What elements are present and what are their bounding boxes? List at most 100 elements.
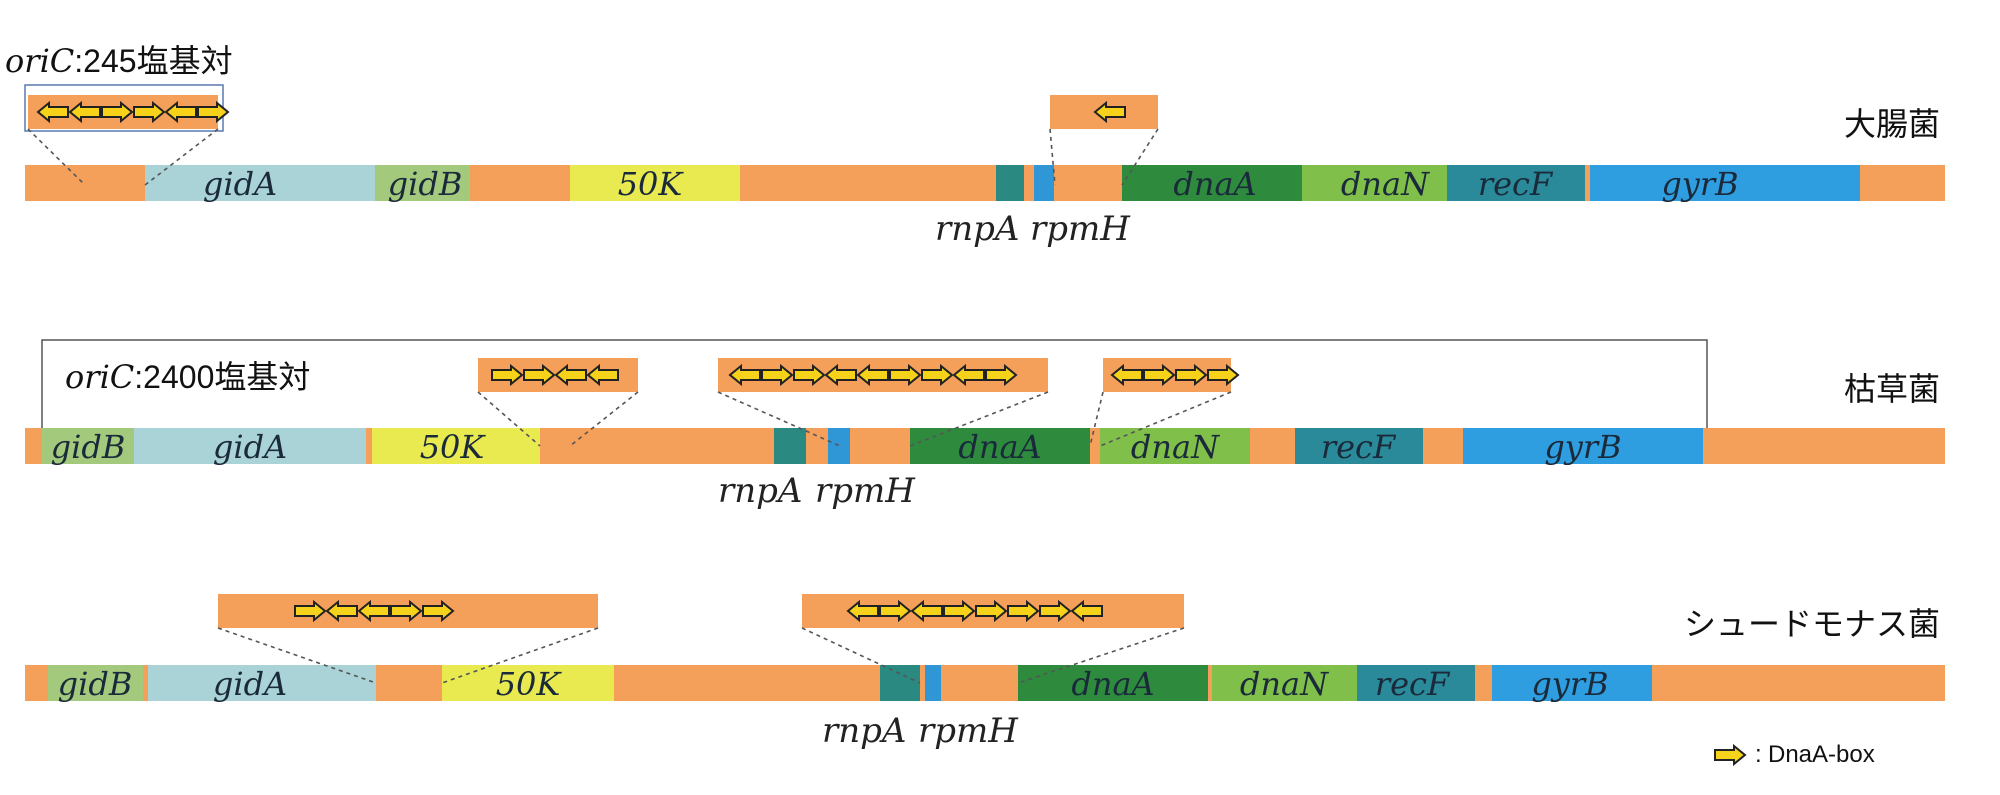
dnaa-box-right-arrow-icon: [921, 363, 954, 387]
gene-label-dnaA: dnaA: [1071, 665, 1154, 703]
gene-label-50K: 50K: [496, 665, 563, 703]
oric-label: oriC:245塩基対: [5, 42, 233, 80]
gene-recF: [1357, 665, 1475, 701]
organism-label: 大腸菌: [1844, 106, 1940, 142]
dnaa-box-arrows: [294, 599, 455, 623]
sub-label-rnpA: rnpA: [935, 209, 1019, 249]
gene-gidB: [42, 428, 134, 464]
dnaa-box-left-arrow-icon: [1093, 100, 1126, 124]
gene-gidB: [48, 665, 143, 701]
gene-gidB: [375, 165, 470, 201]
gene-label-recF: recF: [1321, 428, 1397, 466]
gene-dnaA: [1018, 665, 1208, 701]
dnaa-box-right-arrow-icon: [422, 599, 455, 623]
gene-label-recF: recF: [1478, 165, 1554, 203]
sub-label-rpmH: rpmH: [1030, 209, 1131, 249]
gene-label-50K: 50K: [420, 428, 487, 466]
dnaa-box-left-arrow-icon: [856, 363, 889, 387]
gene-label-gidA: gidA: [213, 428, 287, 466]
gene-label-gyrB: gyrB: [1531, 665, 1608, 703]
zoom-guide: [477, 391, 541, 447]
sub-label-rpmH: rpmH: [815, 471, 916, 511]
dnaa-box-arrows: [1110, 363, 1240, 387]
dnaa-box-left-arrow-icon: [68, 100, 101, 124]
dnaa-box-right-arrow-icon: [975, 599, 1008, 623]
dnaa-box-left-arrow-icon: [554, 363, 587, 387]
zoom-guide: [27, 128, 86, 186]
zoom-guide: [717, 391, 841, 447]
dnaa-box-right-arrow-icon: [133, 100, 166, 124]
dnaa-box-left-arrow-icon: [952, 363, 985, 387]
gene-label-50K: 50K: [618, 165, 685, 203]
dnaa-box-arrows: [728, 363, 1018, 387]
dnaa-box-left-arrow-icon: [36, 100, 69, 124]
gene-label-gyrB: gyrB: [1544, 428, 1621, 466]
dnaa-box-right-arrow-icon: [761, 363, 794, 387]
dnaa-box-legend-icon: [1714, 743, 1747, 767]
dnaa-box-right-arrow-icon: [793, 363, 826, 387]
dnaa-box-arrows: [491, 363, 619, 387]
dnaa-box-right-arrow-icon: [1039, 599, 1072, 623]
dnaa-box-right-arrow-icon: [101, 100, 134, 124]
gene-label-dnaA: dnaA: [958, 428, 1041, 466]
dnaa-box-left-arrow-icon: [1110, 363, 1143, 387]
dnaa-box-right-arrow-icon: [390, 599, 423, 623]
sub-label-rpmH: rpmH: [918, 711, 1019, 751]
gene-label-dnaA: dnaA: [1173, 165, 1256, 203]
dnaa-box-legend-arrow-icon: [1714, 743, 1747, 767]
oric-size: :2400塩基対: [134, 359, 310, 395]
gene-50K: [570, 165, 740, 201]
gene-gyrB: [1492, 665, 1652, 701]
dnaa-box-left-arrow-icon: [910, 599, 943, 623]
gene-rnpA: [996, 165, 1024, 201]
legend: : DnaA-box: [1714, 741, 1875, 768]
zoom-guide: [1121, 128, 1159, 186]
dnaa-box-right-arrow-icon: [197, 100, 230, 124]
dnaa-box-right-arrow-icon: [1143, 363, 1176, 387]
dnaa-box-right-arrow-icon: [523, 363, 556, 387]
zoom-guide: [1089, 391, 1104, 447]
gene-rnpA: [880, 665, 920, 701]
zoom-guide: [801, 627, 921, 684]
organism-label: 枯草菌: [1844, 371, 1940, 407]
dnaa-box-right-arrow-icon: [943, 599, 976, 623]
gene-dnaN: [1302, 165, 1447, 201]
gene-dnaN: [1100, 428, 1250, 464]
gene-recF: [1295, 428, 1423, 464]
gene-label-dnaN: dnaN: [1341, 165, 1430, 203]
dnaa-box-right-arrow-icon: [1207, 363, 1240, 387]
dnaa-box-right-arrow-icon: [985, 363, 1018, 387]
gene-rpmH: [925, 665, 941, 701]
dnaa-box-left-arrow-icon: [357, 599, 390, 623]
dnaa-box-left-arrow-icon: [824, 363, 857, 387]
zoom-guide: [441, 627, 599, 684]
gene-label-dnaN: dnaN: [1240, 665, 1329, 703]
gene-rnpA: [774, 428, 806, 464]
gene-gyrB: [1463, 428, 1703, 464]
zoom-guide: [217, 627, 377, 684]
gene-50K: [442, 665, 614, 701]
gene-label-dnaN: dnaN: [1131, 428, 1220, 466]
gene-dnaA: [1122, 165, 1302, 201]
gene-rpmH: [1034, 165, 1054, 201]
legend-colon: :: [1755, 741, 1762, 768]
zoom-guide: [1017, 627, 1185, 684]
gene-label-gidB: gidB: [51, 428, 126, 466]
dnaa-box-left-arrow-icon: [586, 363, 619, 387]
gene-label-gidB: gidB: [388, 165, 463, 203]
dnaa-box-left-arrow-icon: [1070, 599, 1103, 623]
zoom-guide: [909, 391, 1049, 447]
dnaa-box-left-arrow-icon: [164, 100, 197, 124]
dnaa-box-left-arrow-icon: [325, 599, 358, 623]
dnaa-box-arrows: [1093, 100, 1126, 124]
gene-50K: [372, 428, 540, 464]
dnaa-box-right-arrow-icon: [879, 599, 912, 623]
gene-recF: [1447, 165, 1585, 201]
dnaa-box-right-arrow-icon: [889, 363, 922, 387]
gene-label-gidA: gidA: [213, 665, 287, 703]
dnaa-box-arrows: [36, 100, 230, 124]
oric-size: :245塩基対: [74, 43, 232, 79]
zoom-guide: [569, 391, 639, 447]
row-bsubtilis: 枯草菌 oriC:2400塩基対 gidB gidA 50K dnaA dnaN…: [25, 339, 1945, 511]
